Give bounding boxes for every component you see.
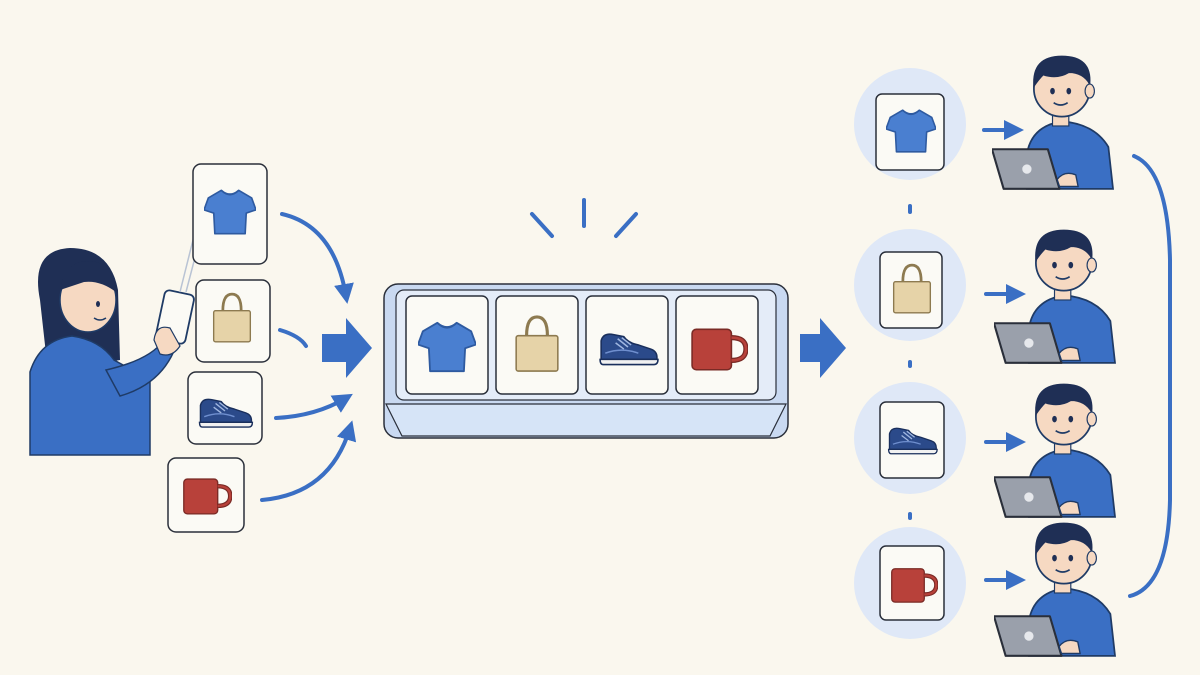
uploaded-card-tshirt	[192, 163, 268, 265]
tray-slot-tshirt	[405, 295, 489, 395]
tray-slot-tote	[495, 295, 579, 395]
person-with-laptop-icon	[994, 383, 1117, 518]
curved-arrow-3	[274, 393, 353, 420]
batch-tray	[383, 283, 789, 439]
tray-slot-mug	[675, 295, 759, 395]
curved-arrow-2	[278, 328, 308, 348]
distributed-card-sneaker	[879, 401, 945, 479]
converging-arrows	[260, 212, 357, 502]
uploaded-card-sneaker	[187, 371, 263, 445]
uploaded-card-tote	[195, 279, 271, 363]
sparkle-lines	[530, 198, 638, 238]
handoff-arrows	[982, 120, 1026, 590]
person-with-laptop-icon	[994, 229, 1117, 364]
connector-dots	[908, 204, 912, 520]
uploaded-items	[167, 163, 271, 533]
distributed-card-mug	[879, 545, 945, 621]
right-arrow-icon	[322, 318, 372, 378]
person-with-laptop-icon	[992, 55, 1115, 190]
right-arrow-icon	[800, 318, 846, 378]
uploader-person-icon	[29, 248, 195, 456]
group-bracket	[1128, 154, 1172, 598]
uploaded-card-mug	[167, 457, 245, 533]
distributed-card-tote	[879, 251, 943, 329]
distribution-column	[854, 55, 1172, 657]
curved-arrow-4	[260, 420, 357, 502]
distributed-card-tshirt	[875, 93, 945, 171]
curved-arrow-1	[280, 212, 354, 304]
tray-slot-sneaker	[585, 295, 669, 395]
person-with-laptop-icon	[994, 522, 1117, 657]
